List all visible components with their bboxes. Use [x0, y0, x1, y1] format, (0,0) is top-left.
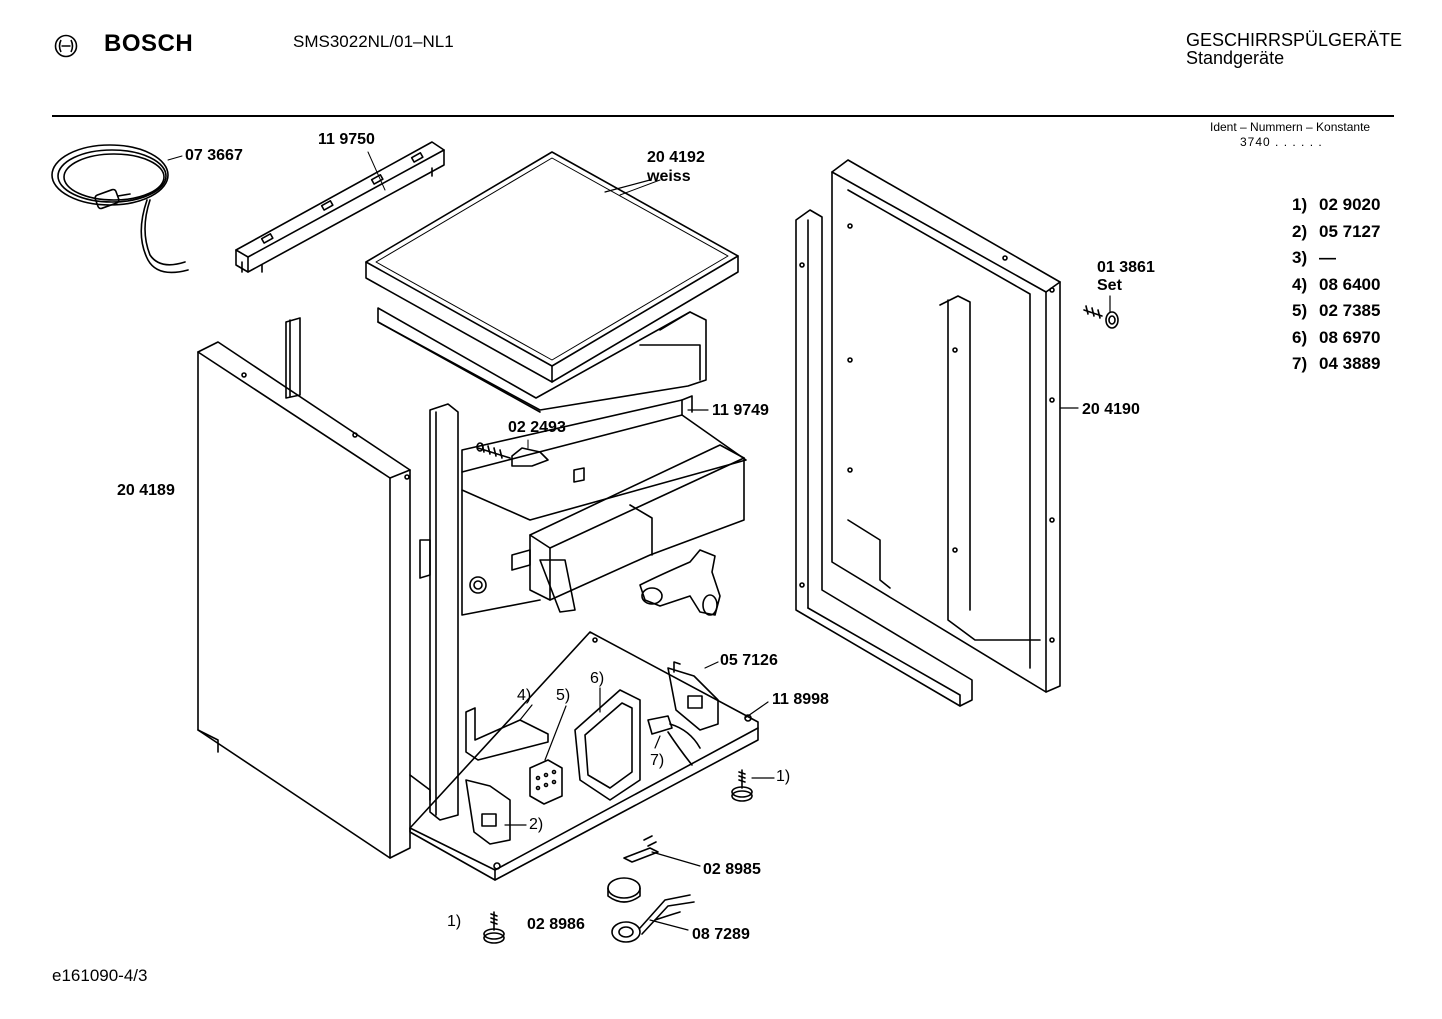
front-rail-drawing — [461, 395, 747, 616]
adjustable-foot-left-drawing — [483, 911, 505, 944]
top-rail-drawing — [235, 141, 445, 273]
legend-key: 3) — [1292, 248, 1308, 267]
legend-row: 4) 08 6400 — [1292, 275, 1380, 302]
parts-legend: 1) 02 9020 2) 05 7127 3) — 4) 08 6400 5) 02 7… — [1292, 195, 1380, 381]
front-frame-strip-drawing — [409, 403, 459, 821]
power-cable-drawing — [51, 144, 189, 274]
document-code: e161090-4/3 — [52, 966, 148, 985]
base-frame-drawing — [409, 631, 759, 881]
label-clip: 02 2493 — [508, 419, 566, 436]
ident-code: 3740 . . . . . . — [1240, 135, 1323, 149]
category-subtitle: Standgeräte — [1186, 48, 1285, 68]
callout-5: 5) — [556, 687, 571, 704]
callout-1-left: 1) — [447, 913, 462, 930]
label-worktop-note: weiss — [647, 168, 691, 185]
rear-frame-drawing — [795, 209, 973, 707]
label-worktop-number: 20 4192 — [647, 149, 705, 166]
legend-key: 4) — [1292, 274, 1308, 294]
switch-drawing — [623, 835, 659, 863]
label-plug-set-note: Set — [1097, 277, 1122, 294]
legend-value: 04 3889 — [1319, 354, 1381, 373]
model-number: SMS3022NL/01–NL1 — [293, 32, 454, 51]
callout-7: 7) — [650, 752, 665, 769]
adjustable-foot-right-drawing — [731, 769, 753, 802]
callout-4: 4) — [517, 687, 532, 704]
legend-row: 5) 02 7385 — [1292, 301, 1380, 328]
legend-row: 2) 05 7127 — [1292, 222, 1380, 249]
legend-value: 08 6970 — [1319, 327, 1381, 347]
bosch-logo-icon — [54, 34, 78, 63]
callout-1-right: 1) — [776, 768, 791, 785]
label-switch: 02 8985 — [703, 861, 761, 878]
clip-drawing — [476, 439, 549, 467]
cap-drawing — [607, 877, 641, 903]
worktop-drawing — [365, 151, 739, 383]
control-module-drawing — [529, 444, 745, 613]
label-right-side-panel: 20 4190 — [1082, 401, 1140, 418]
legend-key: 7) — [1292, 354, 1308, 373]
legend-key: 1) — [1292, 195, 1308, 214]
label-cable: 07 3667 — [185, 147, 243, 164]
left-side-panel-drawing — [197, 317, 411, 859]
legend-key: 5) — [1292, 301, 1308, 320]
legend-row: 1) 02 9020 — [1292, 195, 1380, 222]
callout-2: 2) — [529, 816, 544, 833]
legend-row: 7) 04 3889 — [1292, 354, 1380, 381]
legend-row: 3) — — [1292, 248, 1380, 275]
legend-value: 02 9020 — [1319, 195, 1381, 214]
brand-name: BOSCH — [104, 30, 194, 57]
sensor-drawing — [611, 894, 695, 943]
label-top-rail: 11 9750 — [318, 131, 375, 148]
label-left-side-panel: 20 4189 — [117, 482, 175, 499]
base-components-drawing — [465, 661, 719, 845]
legend-value: — — [1319, 248, 1336, 267]
ident-label: Ident – Nummern – Konstante — [1210, 120, 1371, 134]
legend-value: 08 6400 — [1319, 274, 1381, 294]
callout-6: 6) — [590, 670, 605, 687]
legend-value: 05 7127 — [1319, 221, 1381, 241]
leader-lines — [504, 179, 1111, 931]
label-plug-set-number: 01 3861 — [1097, 259, 1155, 276]
label-base: 11 8998 — [772, 691, 829, 708]
category-title: GESCHIRRSPÜLGERÄTE — [1186, 30, 1403, 50]
insulation-mat-drawing — [377, 307, 707, 413]
legend-value: 02 7385 — [1319, 301, 1381, 320]
legend-key: 2) — [1292, 221, 1308, 241]
label-sensor: 08 7289 — [692, 926, 750, 943]
label-bracket: 05 7126 — [720, 652, 778, 669]
label-cap: 02 8986 — [527, 916, 585, 933]
plug-set-drawing — [1083, 305, 1119, 329]
legend-row: 6) 08 6970 — [1292, 328, 1380, 355]
label-front-rail: 11 9749 — [712, 402, 769, 419]
legend-key: 6) — [1292, 327, 1308, 347]
air-duct-drawing — [639, 549, 721, 616]
header-divider — [52, 115, 1394, 117]
right-side-panel-drawing — [831, 159, 1061, 693]
